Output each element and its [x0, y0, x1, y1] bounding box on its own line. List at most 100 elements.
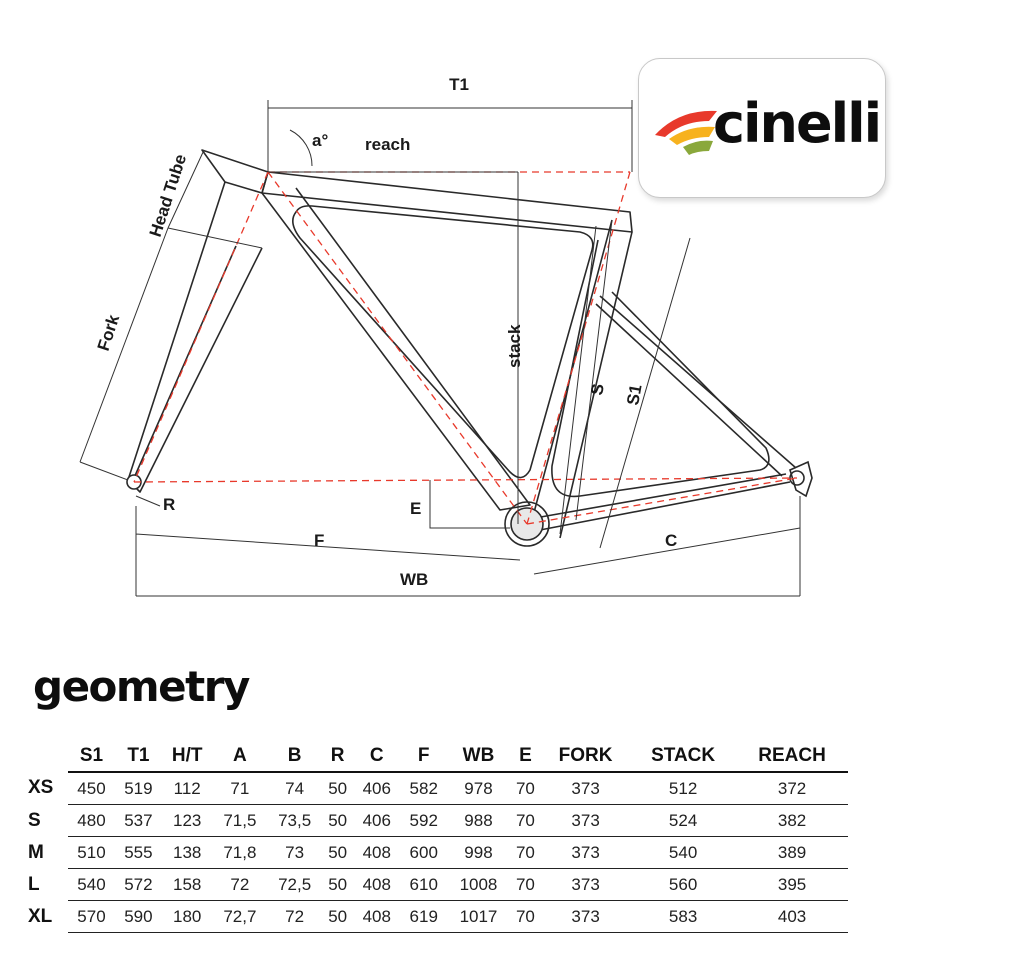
table-cell: 537: [114, 804, 162, 837]
column-header: T1: [114, 741, 162, 773]
table-cell: 512: [630, 772, 737, 805]
table-cell: 372: [736, 772, 848, 805]
table-cell: 373: [541, 836, 631, 869]
table-cell: 50: [322, 900, 354, 933]
table-cell: 74: [267, 772, 323, 805]
label-stack: stack: [505, 324, 524, 368]
table-cell: 590: [114, 900, 162, 933]
label-wb: WB: [400, 570, 428, 589]
column-header: REACH: [736, 741, 848, 773]
table-cell: 519: [114, 772, 162, 805]
size-label: XL: [28, 905, 53, 927]
table-cell: 600: [400, 836, 448, 869]
table-cell: 373: [541, 900, 631, 933]
winged-c-logo-icon: [655, 110, 717, 155]
table-cell: 406: [353, 804, 401, 837]
column-header: A: [212, 741, 268, 773]
table-cell: 610: [400, 868, 448, 901]
label-head-tube: Head Tube: [146, 152, 191, 239]
table-cell: 406: [353, 772, 401, 805]
table-cell: 560: [630, 868, 737, 901]
construction-lines: [133, 171, 798, 525]
table-cell: 73,5: [267, 804, 323, 837]
table-cell: 70: [509, 836, 542, 869]
table-cell: 582: [400, 772, 448, 805]
table-cell: 72: [267, 900, 323, 933]
column-header: S1: [68, 741, 115, 773]
column-header: B: [267, 741, 323, 773]
table-cell: 70: [509, 900, 542, 933]
table-cell: 408: [353, 900, 401, 933]
table-cell: 524: [630, 804, 737, 837]
table-cell: 72: [212, 868, 268, 901]
table-cell: 583: [630, 900, 737, 933]
table-cell: 70: [509, 804, 542, 837]
table-cell: 978: [447, 772, 510, 805]
table-cell: 373: [541, 772, 631, 805]
table-cell: 408: [353, 836, 401, 869]
column-header: WB: [447, 741, 510, 773]
frame-outline: [127, 149, 797, 539]
column-header: E: [509, 741, 542, 773]
table-cell: 373: [541, 804, 631, 837]
label-reach: reach: [365, 135, 410, 154]
table-cell: 619: [400, 900, 448, 933]
table-cell: 123: [161, 804, 213, 837]
table-cell: 373: [541, 868, 631, 901]
table-cell: 71: [212, 772, 268, 805]
table-cell: 572: [114, 868, 162, 901]
size-label: M: [28, 841, 44, 863]
column-header: R: [322, 741, 354, 773]
table-cell: 592: [400, 804, 448, 837]
size-label: S: [28, 809, 41, 831]
column-header: STACK: [630, 741, 737, 773]
table-cell: 395: [736, 868, 848, 901]
table-cell: 555: [114, 836, 162, 869]
label-e: E: [410, 499, 421, 518]
table-cell: 540: [630, 836, 737, 869]
label-r: R: [163, 495, 175, 514]
label-c: C: [665, 531, 677, 550]
table-cell: 570: [68, 900, 115, 933]
table-cell: 71,8: [212, 836, 268, 869]
table-cell: 480: [68, 804, 115, 837]
geometry-heading: geometry: [33, 662, 250, 711]
table-cell: 158: [161, 868, 213, 901]
label-angle: a°: [312, 131, 328, 150]
table-cell: 50: [322, 804, 354, 837]
table-cell: 180: [161, 900, 213, 933]
frame-geometry-diagram: T1 a° reach Head Tube Fork stack S S1 R …: [79, 75, 813, 597]
table-cell: 112: [161, 772, 213, 805]
label-fork: Fork: [94, 312, 124, 353]
brand-logo-text: cinelli: [713, 92, 882, 155]
table-cell: 71,5: [212, 804, 268, 837]
label-f: F: [314, 531, 324, 550]
table-cell: 138: [161, 836, 213, 869]
table-cell: 988: [447, 804, 510, 837]
table-cell: 73: [267, 836, 323, 869]
table-cell: 998: [447, 836, 510, 869]
brand-logo-card: cinelli: [638, 58, 886, 198]
table-cell: 72,7: [212, 900, 268, 933]
table-cell: 72,5: [267, 868, 323, 901]
table-cell: 403: [736, 900, 848, 933]
label-t1: T1: [449, 75, 469, 94]
table-cell: 1017: [447, 900, 510, 933]
table-cell: 1008: [447, 868, 510, 901]
column-header: C: [353, 741, 401, 773]
axles: [126, 460, 813, 498]
dimension-lines: [79, 100, 801, 597]
column-header: FORK: [541, 741, 631, 773]
table-cell: 50: [322, 836, 354, 869]
label-s: S: [587, 382, 608, 396]
table-cell: 50: [322, 868, 354, 901]
label-s1: S1: [623, 383, 645, 407]
table-cell: 408: [353, 868, 401, 901]
table-cell: 70: [509, 772, 542, 805]
